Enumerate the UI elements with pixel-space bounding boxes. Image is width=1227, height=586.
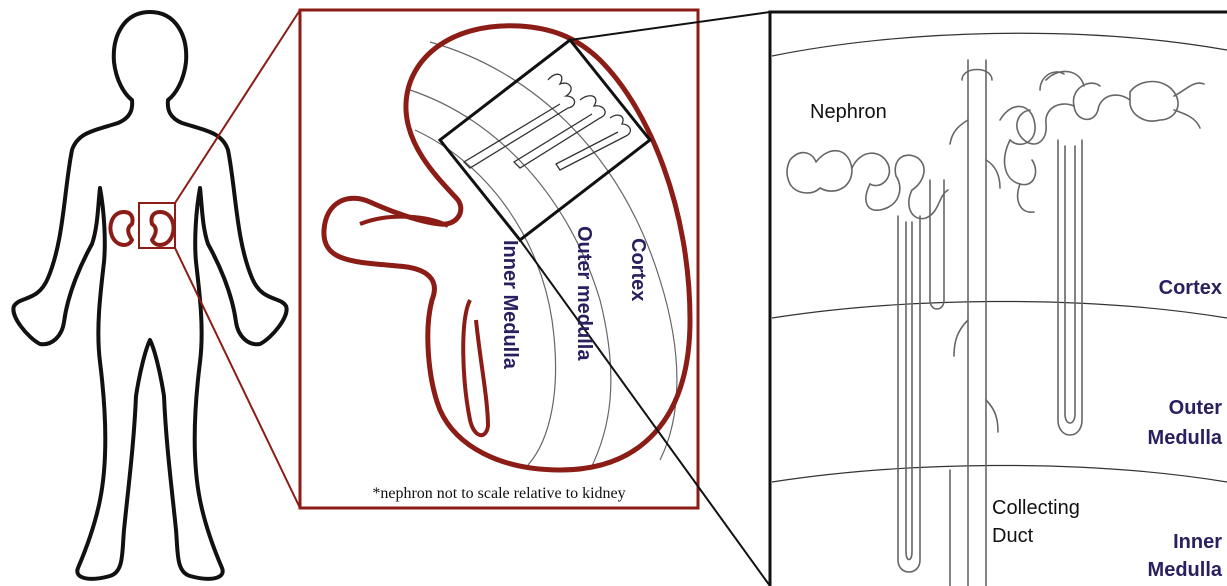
inner-medulla-label-line2: Medulla [1148,559,1223,581]
human-body-icon [13,12,286,579]
collecting-duct-label-line2: Duct [992,525,1034,547]
outer-medulla-label-line1: Outer [1169,397,1223,419]
cortex-zone-label: Cortex [1159,277,1222,299]
inner-medulla-label-line1: Inner [1173,531,1222,553]
nephron-label: Nephron [810,101,887,123]
kidney-icon [111,212,174,245]
kidney-footnote: *nephron not to scale relative to kidney [372,485,625,502]
kidney-inner-medulla-label: Inner Medulla [499,240,521,370]
kidney-cortex-label: Cortex [627,238,649,301]
outer-medulla-label-line2: Medulla [1148,427,1223,449]
collecting-duct-label-line1: Collecting [992,497,1080,519]
kidney-outer-medulla-label: Outer medulla [573,226,595,361]
